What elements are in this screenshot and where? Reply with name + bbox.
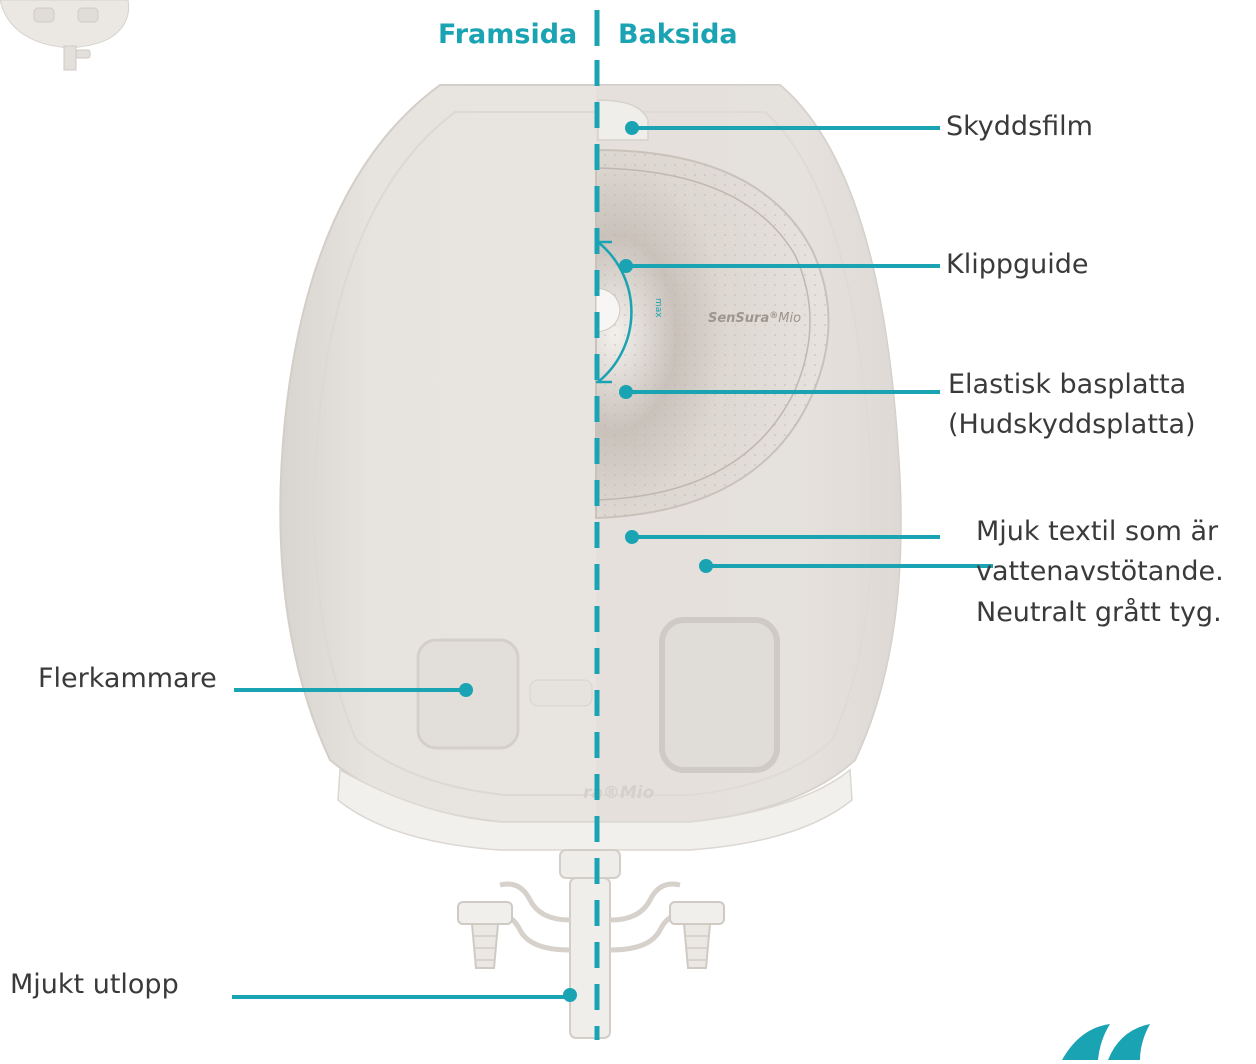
label-basplatta-2: (Hudskyddsplatta) [948, 406, 1196, 444]
label-textil-2: vattenavstötande. [976, 553, 1224, 591]
label-flerkammare: Flerkammare [38, 660, 217, 698]
label-skyddsfilm: Skyddsfilm [946, 108, 1093, 146]
soft-outlet [458, 850, 724, 1038]
chamber-window-right [662, 620, 777, 770]
label-utlopp: Mjukt utlopp [10, 966, 179, 1004]
wafer-brand-text: SenSura®Mio [708, 311, 801, 326]
scale-max-text: max [653, 298, 663, 318]
back-side-heading: Baksida [618, 18, 738, 52]
label-basplatta-1: Elastisk basplatta [948, 366, 1186, 404]
label-klippguide: Klippguide [946, 246, 1089, 284]
label-textil-3: Neutralt grått tyg. [976, 594, 1222, 632]
thumbnail-icon [0, 0, 129, 70]
ostomy-bag: max SenSura®Mio ra®Mio [280, 85, 900, 1038]
label-textil-1: Mjuk textil som är [976, 513, 1218, 551]
bag-bottom-brand-text: ra®Mio [583, 783, 655, 803]
front-side-heading: Framsida [438, 18, 577, 52]
brand-logo-icon [1062, 1024, 1150, 1060]
